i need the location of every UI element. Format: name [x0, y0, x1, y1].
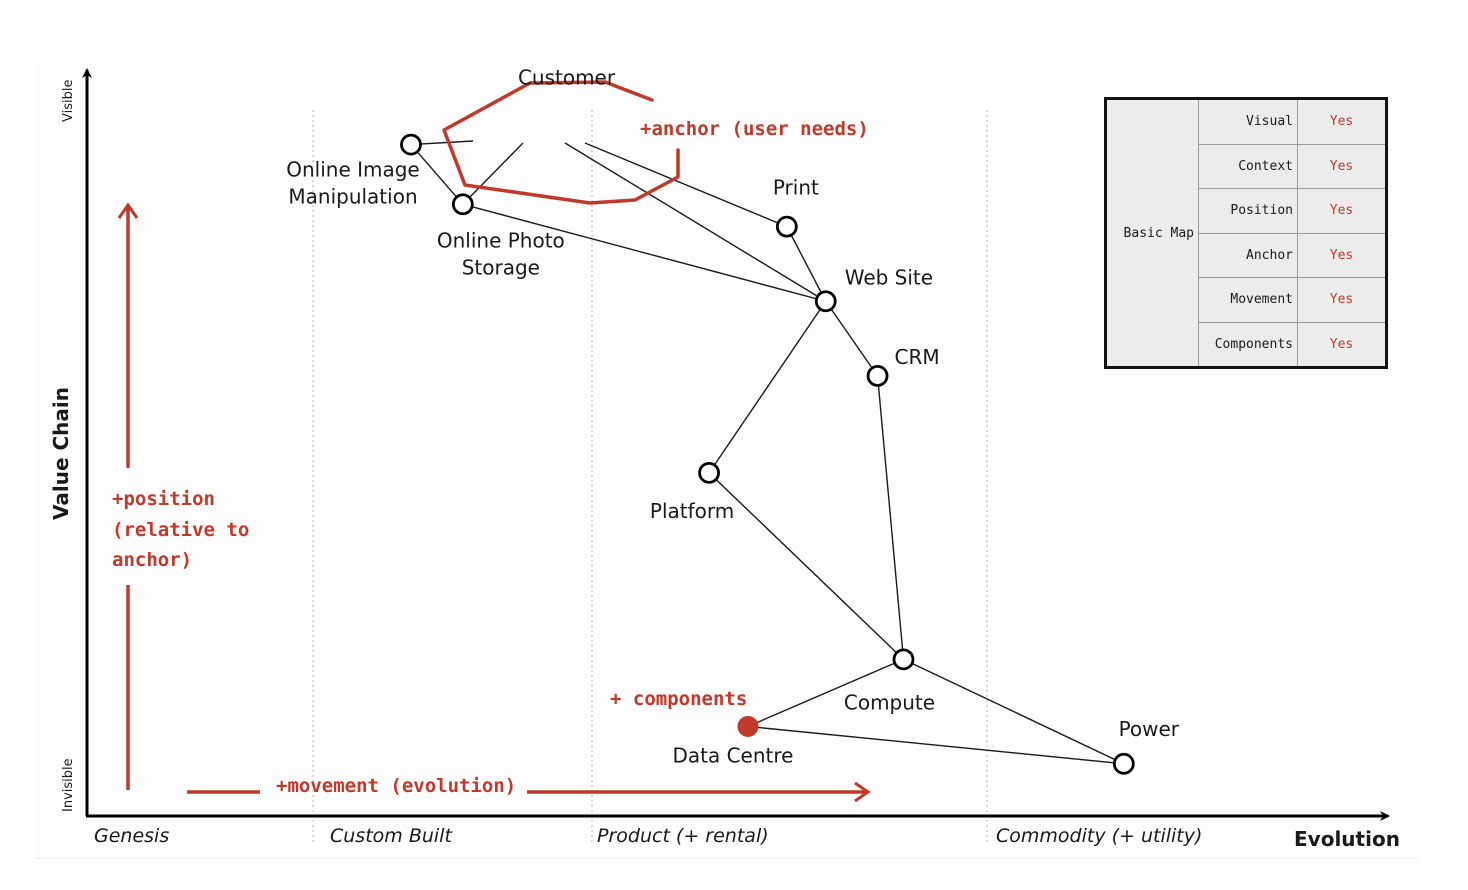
y-axis-top-label: Visible: [61, 80, 76, 122]
movement-annotation: +movement (evolution): [276, 775, 516, 797]
table-property: Position: [1199, 189, 1298, 233]
node-image-manipulation: [400, 133, 422, 156]
node-platform: [698, 461, 720, 484]
movement-arrow-head: [854, 781, 871, 803]
node-web-site: [814, 290, 837, 313]
label-print: Print: [773, 176, 819, 200]
link-web_site-platform: [708, 300, 827, 474]
evolution-stage-dividers: [312, 110, 988, 845]
link-photo_storage-web_site: [462, 203, 826, 302]
link-image_manipulation-photo_storage: [410, 144, 464, 205]
link-customer-print: [584, 142, 788, 228]
link-compute-data_centre: [747, 658, 904, 728]
table-value: Yes: [1329, 158, 1354, 174]
position-annotation-line-2: (relative to: [112, 519, 249, 541]
label-power: Power: [1119, 717, 1180, 741]
position-annotation-line-3: anchor): [112, 549, 192, 571]
node-data-centre: [737, 715, 759, 737]
link-web_site-crm: [825, 300, 879, 377]
node-photo-storage: [451, 193, 474, 216]
component-links: [410, 140, 1125, 765]
table-property: Context: [1199, 144, 1298, 188]
anchor-annotation: +anchor (user needs): [640, 118, 869, 140]
stage-commodity: Commodity (+ utility): [996, 825, 1202, 847]
position-arrow-head: [117, 202, 139, 219]
table-row: Visual Yes: [1199, 100, 1385, 145]
label-data-centre: Data Centre: [672, 743, 793, 767]
label-platform: Platform: [650, 499, 734, 523]
table-row: Components Yes: [1199, 322, 1385, 366]
table-property: Anchor: [1199, 233, 1298, 277]
x-axis-title: Evolution: [1294, 827, 1400, 851]
position-annotation-line-1: +position: [112, 488, 215, 510]
table-value: Yes: [1329, 292, 1354, 308]
link-customer-photo_storage: [462, 142, 524, 205]
anchor-highlight-outline: [442, 80, 680, 205]
label-crm: CRM: [895, 345, 940, 369]
components-annotation: + components: [610, 688, 747, 710]
table-group-label: Basic Map: [1107, 100, 1199, 366]
link-customer-web_site: [564, 142, 827, 302]
label-customer: Customer: [518, 65, 616, 89]
table-property: Movement: [1199, 278, 1298, 322]
link-compute-power: [903, 658, 1125, 765]
table-value: Yes: [1329, 247, 1354, 263]
node-crm: [866, 364, 889, 387]
label-web-site: Web Site: [845, 265, 933, 289]
table-row: Anchor Yes: [1199, 233, 1385, 278]
link-print-web_site: [786, 226, 827, 302]
node-compute: [892, 648, 915, 671]
stage-custom-built: Custom Built: [330, 825, 453, 847]
y-axis-title: Value Chain: [49, 387, 73, 520]
table-property: Components: [1199, 322, 1298, 366]
table-value: Yes: [1329, 114, 1354, 130]
node-print: [775, 215, 798, 238]
table-row: Context Yes: [1199, 144, 1385, 189]
stage-genesis: Genesis: [94, 825, 169, 847]
node-power: [1112, 752, 1135, 775]
link-data_centre-power: [747, 725, 1124, 765]
table-row: Position Yes: [1199, 189, 1385, 234]
link-platform-compute: [708, 472, 904, 660]
table-row: Movement Yes: [1199, 278, 1385, 323]
table-value: Yes: [1329, 203, 1354, 219]
table-property: Visual: [1199, 100, 1298, 144]
y-axis-bottom-label: Invisible: [61, 758, 76, 812]
stage-product: Product (+ rental): [597, 825, 769, 847]
table-value: Yes: [1329, 336, 1354, 352]
link-crm-compute: [876, 375, 905, 660]
label-compute: Compute: [844, 690, 935, 714]
component-nodes: [400, 133, 1135, 775]
